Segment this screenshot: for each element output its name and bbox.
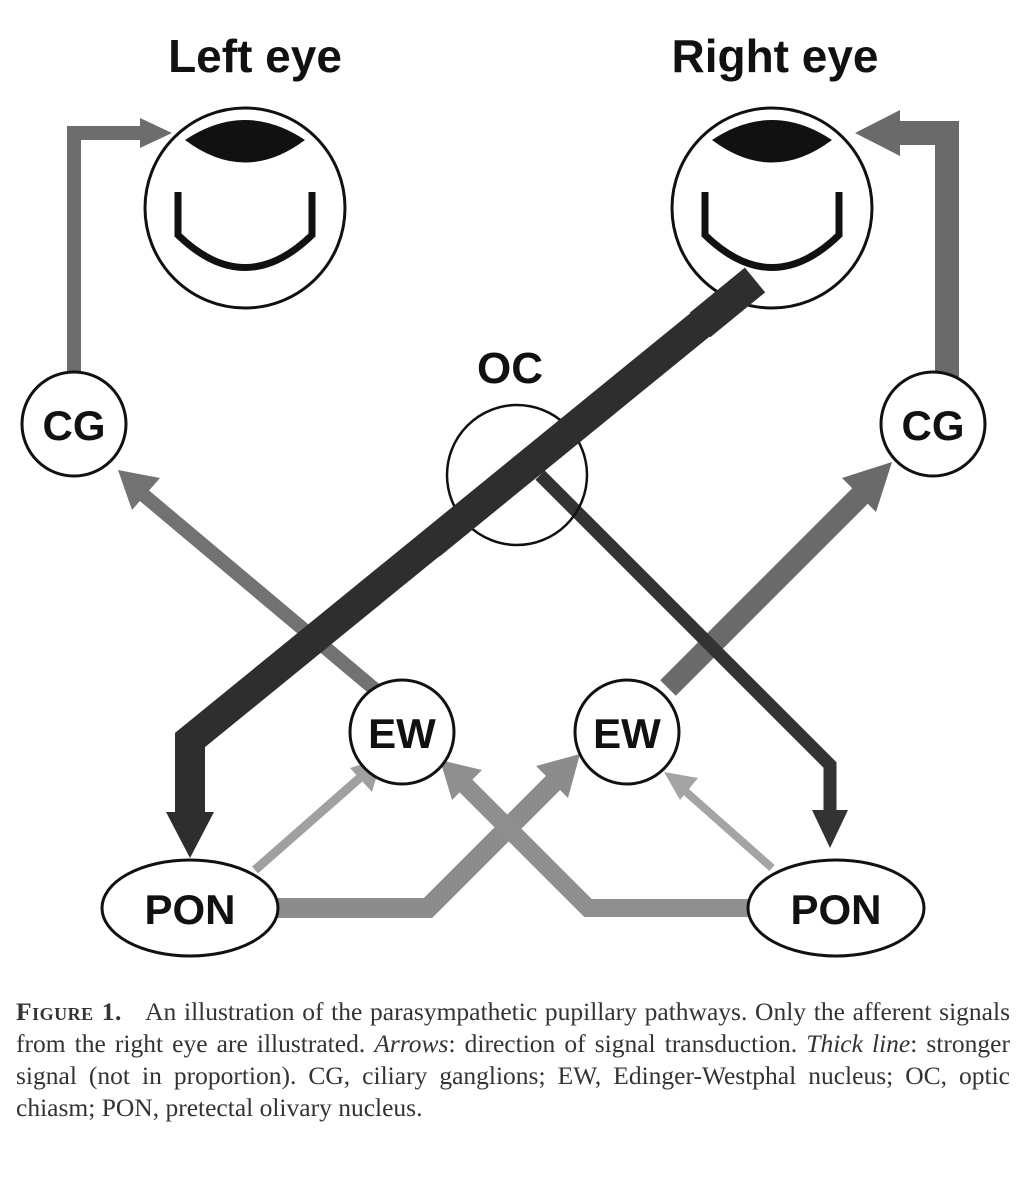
cg-right-node: CG <box>879 370 987 478</box>
pupillary-pathway-diagram: Left eye Right eye <box>20 30 987 958</box>
figure-caption: Figure 1. An illustration of the parasym… <box>16 996 1010 1124</box>
pathway-right-pon-to-right-ew <box>664 772 775 871</box>
cg-right-label: CG <box>902 402 965 449</box>
ew-left-label: EW <box>368 710 436 757</box>
cg-left-label: CG <box>43 402 106 449</box>
pathway-oc-to-right-pon <box>535 470 848 848</box>
left-eye-label: Left eye <box>168 30 342 82</box>
caption-thick-term: Thick line <box>806 1029 911 1058</box>
right-eye <box>670 106 874 310</box>
ew-left-node: EW <box>348 678 456 786</box>
ew-right-label: EW <box>593 710 661 757</box>
oc-label: OC <box>477 344 543 393</box>
cg-left-node: CG <box>20 370 128 478</box>
pathway-left-ew-to-left-cg <box>118 470 383 698</box>
pathway-right-pon-to-left-ew <box>440 760 756 917</box>
pon-right-label: PON <box>790 886 881 933</box>
figure-number: Figure 1. <box>16 997 122 1026</box>
caption-text-2: : direction of signal transduction. <box>448 1029 798 1058</box>
right-eye-label: Right eye <box>671 30 878 82</box>
pathway-left-pon-to-right-ew <box>275 754 580 918</box>
pon-left-node: PON <box>100 858 280 958</box>
pathway-through-oc <box>420 313 710 557</box>
pon-right-node: PON <box>746 858 926 958</box>
caption-arrows-term: Arrows <box>374 1029 449 1058</box>
oc-node: OC <box>445 344 589 547</box>
ew-right-node: EW <box>573 678 681 786</box>
pathway-left-pon-to-left-ew <box>252 758 382 874</box>
left-eye <box>143 106 347 310</box>
caption-text-3: : stronger signal (not in proportion). C… <box>16 1029 1010 1122</box>
pon-left-label: PON <box>144 886 235 933</box>
pathway-right-eye-exit <box>689 267 766 338</box>
caption-text-1: An illustration of the parasympathetic p… <box>16 997 1011 1058</box>
pathway-left-cg-to-left-eye <box>67 118 172 382</box>
pathway-right-ew-to-right-cg <box>660 462 892 696</box>
pathway-right-cg-to-right-eye <box>855 110 959 382</box>
